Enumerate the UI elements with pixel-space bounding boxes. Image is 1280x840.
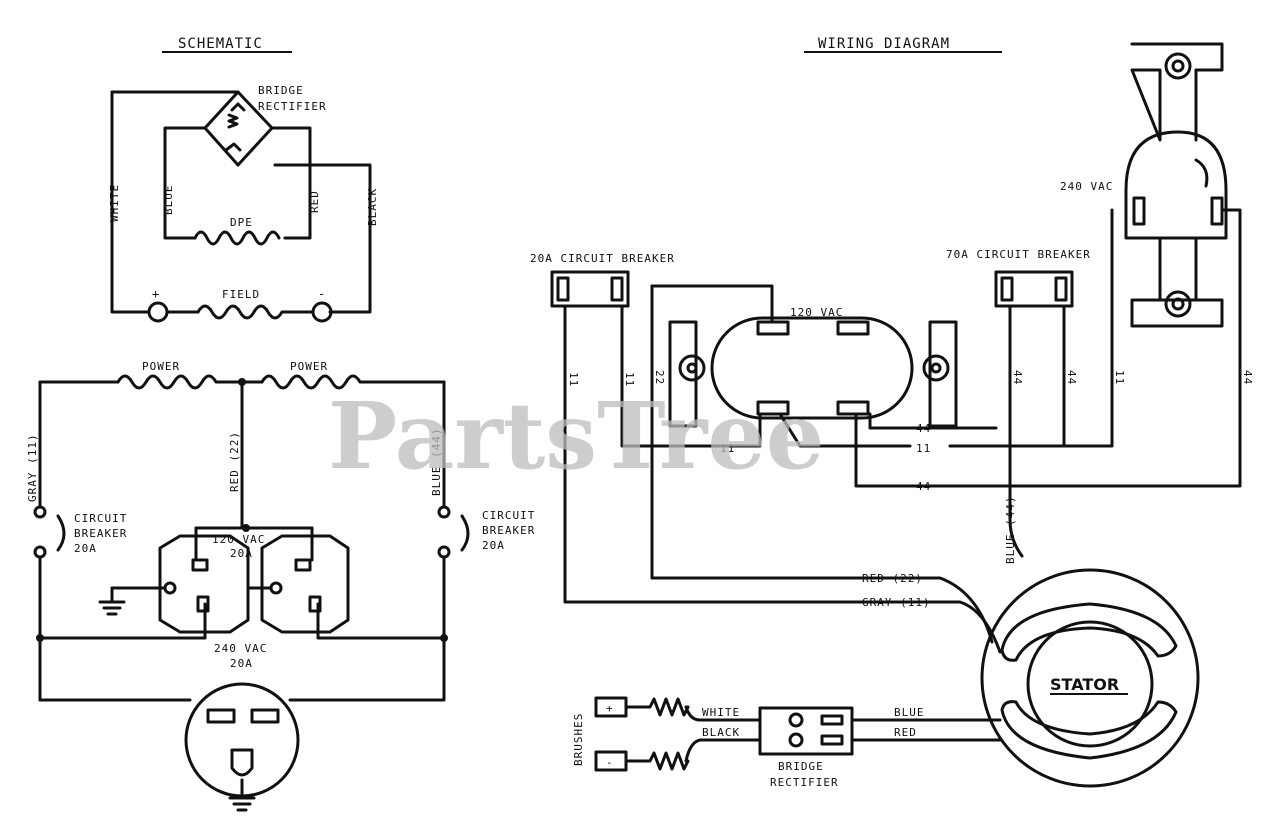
ground-symbol-240 (228, 796, 256, 812)
schematic-white-label: WHITE (108, 184, 121, 222)
wire-44-h-top: 44 (916, 422, 931, 435)
field-minus-label: - (318, 287, 326, 301)
stator-label: STATOR (1050, 675, 1119, 694)
cb-left-label-1: CIRCUIT (74, 512, 127, 525)
power-right-label: POWER (290, 360, 328, 373)
wiring-red22-label: RED (22) (862, 572, 923, 585)
cb-right-label-1: CIRCUIT (482, 509, 535, 522)
schematic-black-label: BLACK (366, 188, 379, 226)
wire-11-h-left: 11 (720, 442, 735, 455)
schematic-blue44-label: BLUE (44) (430, 427, 443, 496)
bridge-rectifier (758, 706, 854, 756)
circuit-breaker-left-arc (56, 514, 66, 552)
field-terminal-plus (147, 301, 169, 323)
brush-minus-label: - (606, 756, 614, 769)
circuit-breaker-70a (994, 270, 1074, 308)
schematic-blue-label: BLUE (162, 185, 175, 216)
bridge-rectifier-label-2: RECTIFIER (258, 100, 327, 113)
wire-44-b: 44 (1065, 370, 1078, 385)
wire-44-h-bottom: 44 (916, 480, 931, 493)
schematic-red22-label: RED (22) (228, 431, 241, 492)
outlet120-label-1: 120 VAC (212, 533, 265, 546)
cb-right-label-2: BREAKER (482, 524, 535, 537)
watermark: PartsTree (328, 382, 824, 490)
wiring-gray11-label: GRAY (11) (862, 596, 931, 609)
field-plus-label: + (152, 287, 160, 301)
field-label: FIELD (222, 288, 260, 301)
wiring-blue-label: BLUE (894, 706, 925, 719)
circuit-breaker-right-contact-1 (437, 505, 451, 519)
wiring-red-label: RED (894, 726, 917, 739)
dpe-label: DPE (230, 216, 253, 229)
wire-44-c: 44 (1241, 370, 1254, 385)
cb20-label: 20A CIRCUIT BREAKER (530, 252, 675, 265)
stator-inner (1026, 620, 1154, 748)
cb-left-label-3: 20A (74, 542, 97, 555)
wiring-diagram-title: WIRING DIAGRAM (818, 36, 950, 52)
rectifier-resistor (227, 113, 239, 129)
wiring-black-label: BLACK (702, 726, 740, 739)
bridge-rectifier-label-1: BRIDGE (258, 84, 304, 97)
wire-11-c: 11 (1113, 370, 1126, 385)
field-terminal-minus (311, 301, 333, 323)
cb-left-label-2: BREAKER (74, 527, 127, 540)
circuit-breaker-20a (550, 270, 630, 308)
wiring-blue44-label: BLUE (44) (1004, 495, 1017, 564)
vac120-wiring-label: 120 VAC (790, 306, 843, 319)
wiring-diagram (550, 42, 1242, 788)
vac240-wiring-label: 240 VAC (1060, 180, 1113, 193)
power-coil-right (260, 374, 446, 390)
receptacle-240v-body (1124, 130, 1228, 240)
schematic-red-label: RED (308, 190, 321, 213)
dpe-coil (193, 230, 281, 246)
outlet240-label-1: 240 VAC (214, 642, 267, 655)
field-coil (196, 304, 315, 320)
power-left-label: POWER (142, 360, 180, 373)
wire-44-a: 44 (1011, 370, 1024, 385)
outlet-120v-right (260, 534, 350, 634)
circuit-breaker-right-arc (460, 514, 470, 552)
wire-11-h-right: 11 (916, 442, 931, 455)
receptacle-240v-top (1130, 42, 1224, 142)
cb70-label: 70A CIRCUIT BREAKER (946, 248, 1091, 261)
wiring-white-label: WHITE (702, 706, 740, 719)
outlet240-label-2: 20A (230, 657, 253, 670)
bridge-label-1: BRIDGE (778, 760, 824, 773)
schematic-power-circuit (33, 374, 470, 812)
receptacle-120v (710, 316, 914, 420)
cb-right-label-3: 20A (482, 539, 505, 552)
bridge-label-2: RECTIFIER (770, 776, 839, 789)
ground-symbol-outlet (98, 600, 126, 616)
schematic-gray-label: GRAY (11) (26, 433, 39, 502)
power-coil-left (116, 374, 244, 390)
wire-11-a: 11 (567, 372, 580, 387)
outlet120-label-2: 20A (230, 547, 253, 560)
receptacle-240v-bottom (1130, 298, 1224, 328)
brushes-label: BRUSHES (572, 713, 585, 766)
brush-plus-label: + (606, 702, 614, 715)
circuit-breaker-left-contact-1 (33, 505, 47, 519)
stator-outer (980, 568, 1200, 788)
schematic-title: SCHEMATIC (178, 36, 263, 52)
wire-11-b: 11 (623, 372, 636, 387)
schematic-bridge-rectifier (203, 90, 274, 167)
schematic-exciter-circuit (110, 90, 372, 323)
wire-22: 22 (653, 370, 666, 385)
